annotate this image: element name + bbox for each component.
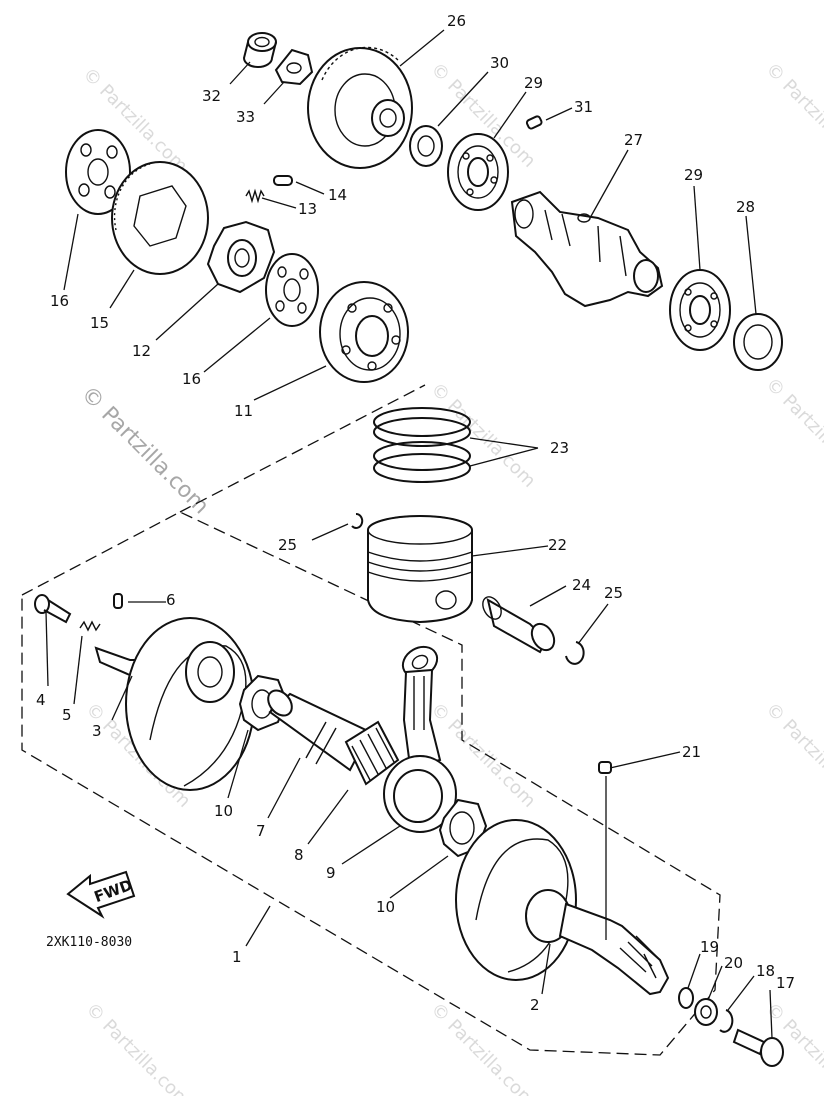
part-33-lock-washer xyxy=(274,48,314,86)
callout-14: 14 xyxy=(328,186,347,204)
part-16-plate-lower xyxy=(265,253,319,327)
drawing-code: 2XK110-8030 xyxy=(46,935,132,950)
callout-29-lower: 29 xyxy=(684,166,703,184)
part-26-gear xyxy=(307,46,413,169)
callout-24: 24 xyxy=(572,576,591,594)
part-11-bearing xyxy=(319,281,409,383)
callout-16-lower: 16 xyxy=(182,370,201,388)
part-20-washer xyxy=(694,998,718,1026)
watermark-bl: © Partzilla.com xyxy=(81,999,194,1096)
watermark-tr: © Partzilla.com xyxy=(761,59,824,172)
callout-18: 18 xyxy=(756,962,775,980)
part-3-left-crank xyxy=(94,617,255,791)
part-15-gear xyxy=(111,161,209,275)
callout-3: 3 xyxy=(92,722,102,740)
callout-30: 30 xyxy=(490,54,509,72)
part-14-key xyxy=(273,175,293,186)
part-25-clip-lower xyxy=(565,641,585,665)
leader-lines xyxy=(45,29,773,1039)
part-4-bolt xyxy=(34,594,72,624)
callout-11: 11 xyxy=(234,402,253,420)
callout-17: 17 xyxy=(776,974,795,992)
callout-4: 4 xyxy=(36,691,46,709)
callout-7: 7 xyxy=(256,822,266,840)
callout-9: 9 xyxy=(326,864,336,882)
callout-21: 21 xyxy=(682,743,701,761)
part-22-piston xyxy=(367,515,473,624)
callout-15: 15 xyxy=(90,314,109,332)
callout-6: 6 xyxy=(166,591,176,609)
callout-10-right: 10 xyxy=(376,898,395,916)
callout-25-upper: 25 xyxy=(278,536,297,554)
callout-5: 5 xyxy=(62,706,72,724)
part-29-bearing-lower xyxy=(669,269,731,351)
part-9-connecting-rod xyxy=(383,645,457,833)
part-21-key xyxy=(598,761,612,774)
part-16-plate-upper xyxy=(65,129,131,215)
part-32-nut xyxy=(242,32,277,68)
callout-28: 28 xyxy=(736,198,755,216)
part-28-oil-seal xyxy=(733,313,783,371)
part-17-bolt xyxy=(732,1028,784,1067)
callout-23: 23 xyxy=(550,439,569,457)
watermark-mr: © Partzilla.com xyxy=(761,374,824,487)
callout-19: 19 xyxy=(700,938,719,956)
part-13-spring xyxy=(245,188,265,204)
part-2-right-crank xyxy=(455,819,670,996)
callout-29-upper: 29 xyxy=(524,74,543,92)
part-29-bearing-upper xyxy=(447,133,509,211)
callout-25-lower: 25 xyxy=(604,584,623,602)
callout-13: 13 xyxy=(298,200,317,218)
callout-32: 32 xyxy=(202,87,221,105)
watermark-main: © Partzilla.com xyxy=(76,382,214,520)
callout-33: 33 xyxy=(236,108,255,126)
part-25-clip-upper xyxy=(351,512,364,529)
fwd-arrow-icon: FWD xyxy=(66,870,136,919)
callout-27: 27 xyxy=(624,131,643,149)
watermark-bc: © Partzilla.com xyxy=(426,999,539,1096)
callout-1: 1 xyxy=(232,948,242,966)
part-24-piston-pin xyxy=(482,596,556,654)
part-6-key xyxy=(113,593,123,609)
part-23-piston-rings xyxy=(373,407,471,483)
part-5-spring xyxy=(79,620,101,632)
part-19-o-ring xyxy=(678,987,694,1009)
part-12-hub xyxy=(206,220,276,294)
callout-20: 20 xyxy=(724,954,743,972)
part-18-lock-washer xyxy=(719,1009,734,1033)
assembly-outline xyxy=(21,384,721,1056)
watermark-r: © Partzilla.com xyxy=(761,699,824,812)
callout-2: 2 xyxy=(530,996,540,1014)
callout-12: 12 xyxy=(132,342,151,360)
callout-8: 8 xyxy=(294,846,304,864)
callout-31: 31 xyxy=(574,98,593,116)
part-31-pin xyxy=(525,115,543,130)
callout-22: 22 xyxy=(548,536,567,554)
callout-10-left: 10 xyxy=(214,802,233,820)
callout-16-upper: 16 xyxy=(50,292,69,310)
part-27-balancer-shaft xyxy=(510,190,664,308)
part-30-washer xyxy=(409,125,443,167)
callouts: 26 32 33 30 29 31 27 29 28 14 13 16 15 1… xyxy=(36,12,795,1014)
part-8-needle-bearing xyxy=(344,720,400,786)
callout-26: 26 xyxy=(447,12,466,30)
